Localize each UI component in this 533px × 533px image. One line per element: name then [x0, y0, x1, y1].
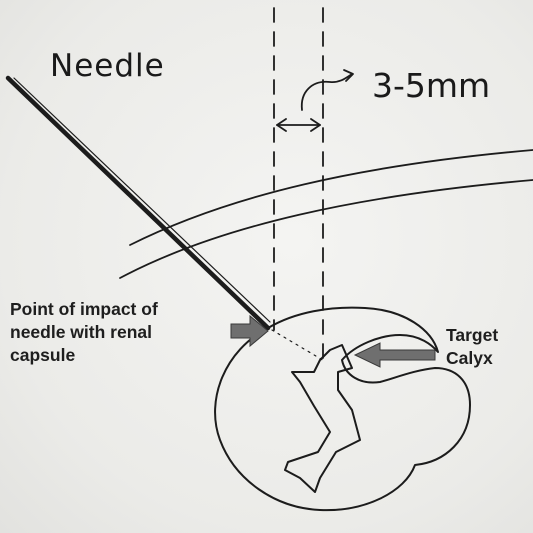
calyx-arrow-icon	[355, 343, 435, 367]
renal-sinus-outline	[285, 345, 360, 492]
impact-label-line-1: Point of impact of	[10, 298, 225, 321]
needle-shaft	[8, 78, 268, 328]
needle-shaft-edge	[14, 78, 270, 322]
distance-callout-curve	[302, 74, 352, 110]
distance-label: 3-5mm	[372, 66, 490, 105]
impact-label-line-2: needle with renal	[10, 321, 225, 344]
tissue-layer-upper	[130, 150, 533, 245]
tissue-layer-lower	[120, 180, 533, 278]
target-calyx-label: Target Calyx	[446, 324, 526, 370]
distance-double-arrow-icon	[277, 119, 320, 131]
needle-label: Needle	[50, 48, 165, 84]
target-label-line-2: Calyx	[446, 347, 526, 370]
target-label-line-1: Target	[446, 324, 526, 347]
impact-label-line-3: capsule	[10, 344, 225, 367]
needle-trajectory-dotted	[272, 330, 326, 362]
impact-point-label: Point of impact of needle with renal cap…	[10, 298, 225, 367]
